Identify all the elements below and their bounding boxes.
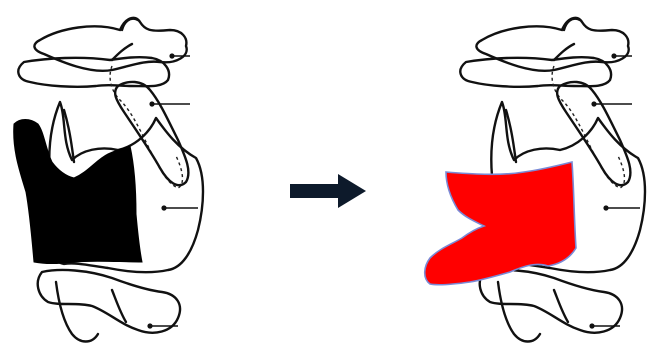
before-panel <box>14 18 203 342</box>
right-arrow-icon <box>290 174 366 208</box>
after-panel <box>425 18 645 342</box>
before-shaded-region <box>14 120 142 264</box>
after-shaded-region <box>425 162 576 285</box>
